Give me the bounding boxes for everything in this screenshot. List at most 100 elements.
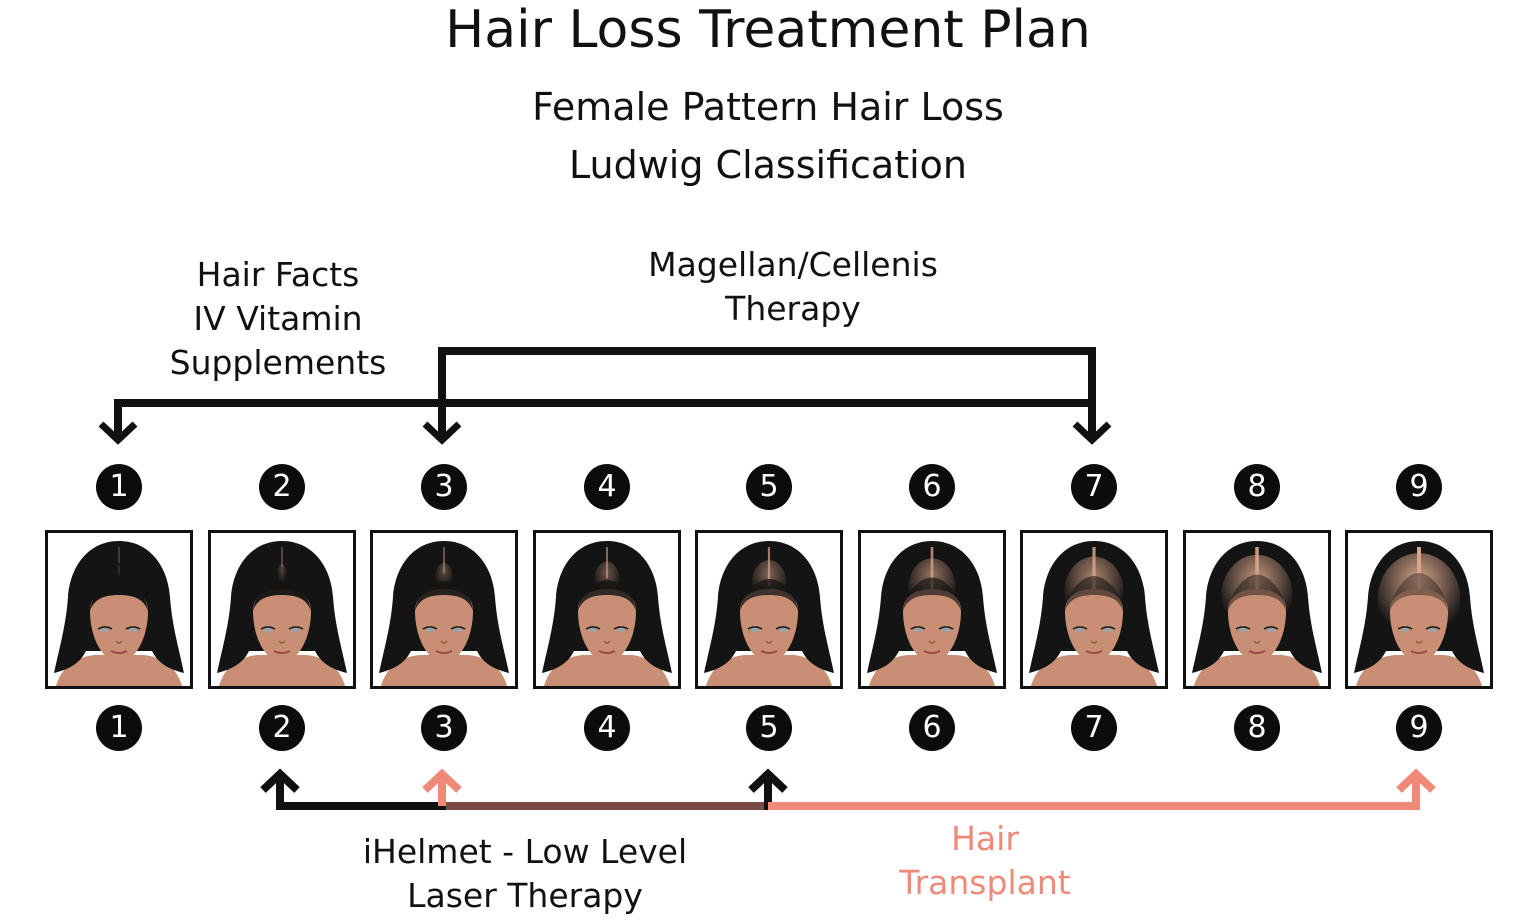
left-eye — [1397, 626, 1413, 630]
stage-number-top: 9 — [1396, 464, 1442, 510]
ihelmet-line-1: iHelmet - Low Level — [362, 832, 688, 871]
stage-number-top: 8 — [1234, 464, 1280, 510]
magellan-label: Magellan/Cellenis Therapy — [600, 243, 986, 331]
nose — [278, 640, 286, 644]
right-iris — [292, 627, 300, 633]
left-eye — [1235, 626, 1251, 630]
stage-number-top: 1 — [96, 464, 142, 510]
right-eye — [938, 626, 954, 630]
arrowhead-stage-5 — [748, 768, 788, 793]
stage-number-bottom: 7 — [1071, 705, 1117, 751]
right-eye — [1100, 626, 1116, 630]
arrowhead-stage-7 — [1072, 421, 1112, 445]
stage-number-top: 3 — [421, 464, 467, 510]
shoulders — [1194, 655, 1320, 686]
face — [903, 589, 961, 663]
stage-number-top: 2 — [259, 464, 305, 510]
supplements-bracket — [114, 399, 1092, 438]
fringe — [1065, 576, 1123, 611]
stage-number-bottom: 5 — [746, 705, 792, 751]
scalp-thinning — [117, 564, 121, 580]
supplements-connector — [114, 399, 1092, 438]
left-eye — [97, 626, 113, 630]
subtitle-pattern: Female Pattern Hair Loss — [532, 85, 1004, 129]
fringe — [740, 579, 798, 611]
right-iris — [1429, 627, 1437, 633]
shoulders — [381, 655, 507, 686]
head-illustration — [48, 533, 190, 686]
lips — [923, 650, 941, 654]
stage-illustration — [208, 530, 356, 689]
right-iris — [617, 627, 625, 633]
supplements-line-1: Hair Facts — [196, 255, 360, 294]
arrowhead-stage-1 — [98, 421, 138, 445]
stage-number-bottom: 2 — [259, 705, 305, 751]
right-eye — [1425, 626, 1441, 630]
stage-illustration — [1020, 530, 1168, 689]
fringe — [1228, 574, 1286, 611]
stage-illustration — [695, 530, 843, 689]
right-eye — [775, 626, 791, 630]
shoulders — [544, 655, 670, 686]
stage-number-bottom: 4 — [584, 705, 630, 751]
lips — [435, 650, 453, 654]
fringe — [90, 583, 148, 611]
head-illustration — [1186, 533, 1328, 686]
head-illustration — [536, 533, 678, 686]
ihelmet-label: iHelmet - Low Level Laser Therapy — [330, 830, 720, 918]
stage-number-top: 4 — [584, 464, 630, 510]
stage-number-bottom: 3 — [421, 705, 467, 751]
arrowhead-stage-9 — [1396, 768, 1436, 793]
face — [253, 589, 311, 663]
left-eye — [585, 626, 601, 630]
stage-number-top: 7 — [1071, 464, 1117, 510]
shoulders — [1031, 655, 1157, 686]
left-iris — [101, 627, 109, 633]
right-eye — [450, 626, 466, 630]
stage-illustration — [1345, 530, 1493, 689]
ihelmet-line-2: Laser Therapy — [407, 876, 643, 915]
lips — [1085, 650, 1103, 654]
head-illustration — [1348, 533, 1490, 686]
left-eye — [747, 626, 763, 630]
down-arrowheads — [98, 421, 1112, 445]
stage-number-bottom: 8 — [1234, 705, 1280, 751]
transplant-line-2: Transplant — [899, 863, 1071, 902]
stage-illustration — [858, 530, 1006, 689]
right-eye — [125, 626, 141, 630]
fringe — [1390, 573, 1448, 611]
fringe — [253, 582, 311, 611]
magellan-connector — [438, 347, 1096, 438]
shoulders — [219, 655, 345, 686]
face — [1065, 589, 1123, 663]
transplant-line-1: Hair — [951, 819, 1019, 858]
right-eye — [1263, 626, 1279, 630]
right-iris — [779, 627, 787, 633]
stage-number-bottom: 1 — [96, 705, 142, 751]
shoulders — [869, 655, 995, 686]
supplements-line-2: IV Vitamin — [193, 299, 363, 338]
right-iris — [1104, 627, 1112, 633]
left-iris — [426, 627, 434, 633]
nose — [603, 640, 611, 644]
shoulders — [706, 655, 832, 686]
nose — [440, 640, 448, 644]
lips — [273, 650, 291, 654]
arrowhead-stage-3 — [422, 421, 462, 445]
left-eye — [910, 626, 926, 630]
transplant-connector — [422, 768, 1436, 810]
shoulders — [1356, 655, 1482, 686]
left-eye — [422, 626, 438, 630]
left-iris — [264, 627, 272, 633]
shoulders — [56, 655, 182, 686]
head-illustration — [861, 533, 1003, 686]
stage-number-bottom: 6 — [909, 705, 955, 751]
face — [740, 589, 798, 663]
left-iris — [1239, 627, 1247, 633]
nose — [1253, 640, 1261, 644]
left-iris — [589, 627, 597, 633]
magellan-bracket — [438, 347, 1096, 438]
fringe — [415, 581, 473, 611]
scalp-thinning — [277, 563, 287, 585]
page-title: Hair Loss Treatment Plan — [445, 0, 1091, 60]
